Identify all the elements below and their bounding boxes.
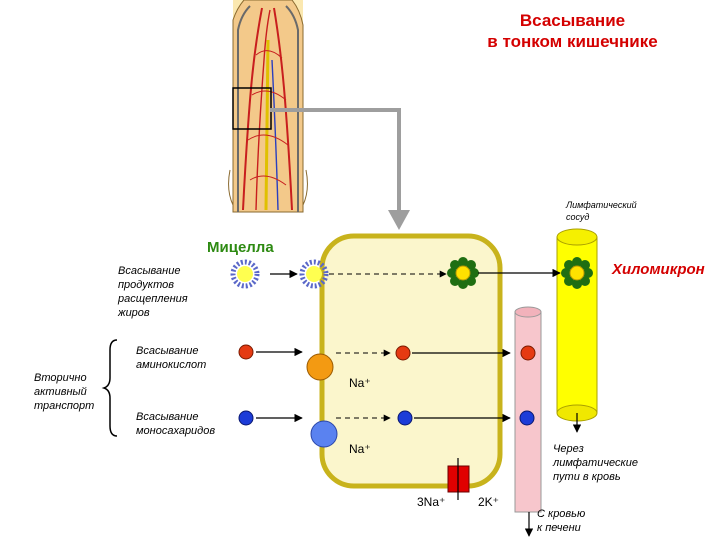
mono-absorption-label: Всасывание моносахаридов xyxy=(136,411,216,437)
with-blood-label: С кровью к печени xyxy=(537,508,586,534)
mono-transporter xyxy=(310,420,338,448)
amino-acid-in-blood xyxy=(520,345,536,361)
k2-ion-label: 2K⁺ xyxy=(478,495,500,509)
amino-transporter xyxy=(306,353,334,381)
chylomicron-in-cell xyxy=(447,257,479,289)
chylomicron-in-lymph xyxy=(561,257,593,289)
diagram-title: Всасывание в тонком кишечнике xyxy=(487,11,658,51)
lymph-vessel-label: Лимфатический сосуд xyxy=(566,200,637,222)
na-ion-mono-label: Na⁺ xyxy=(349,442,371,456)
zoom-connector-arrowhead xyxy=(388,210,410,230)
secondary-transport-label: Вторично активный транспорт xyxy=(34,372,95,412)
na3-ion-label: 3Na⁺ xyxy=(417,495,446,509)
villus-illustration xyxy=(228,0,308,213)
fat-absorption-label: Всасывание продуктов расщепления жиров xyxy=(118,265,188,319)
monosaccharide-in-blood xyxy=(519,410,535,426)
via-lymph-label: Через лимфатические пути в кровь xyxy=(553,443,638,483)
zoom-connector-line xyxy=(270,108,401,212)
transport-bracket xyxy=(101,339,118,437)
micelle-label: Мицелла xyxy=(207,239,274,256)
amino-absorption-label: Всасывание аминокислот xyxy=(136,345,207,371)
monosaccharide-in-cell xyxy=(397,410,413,426)
amino-acid-in-cell xyxy=(395,345,411,361)
blood-capillary xyxy=(514,306,542,513)
amino-acid-outside xyxy=(238,344,254,360)
micelle-in-membrane xyxy=(299,259,329,289)
micelle-outside xyxy=(230,259,260,289)
monosaccharide-outside xyxy=(238,410,254,426)
na-ion-amino-label: Na⁺ xyxy=(349,376,371,390)
chylomicron-label: Хиломикрон xyxy=(612,261,705,278)
